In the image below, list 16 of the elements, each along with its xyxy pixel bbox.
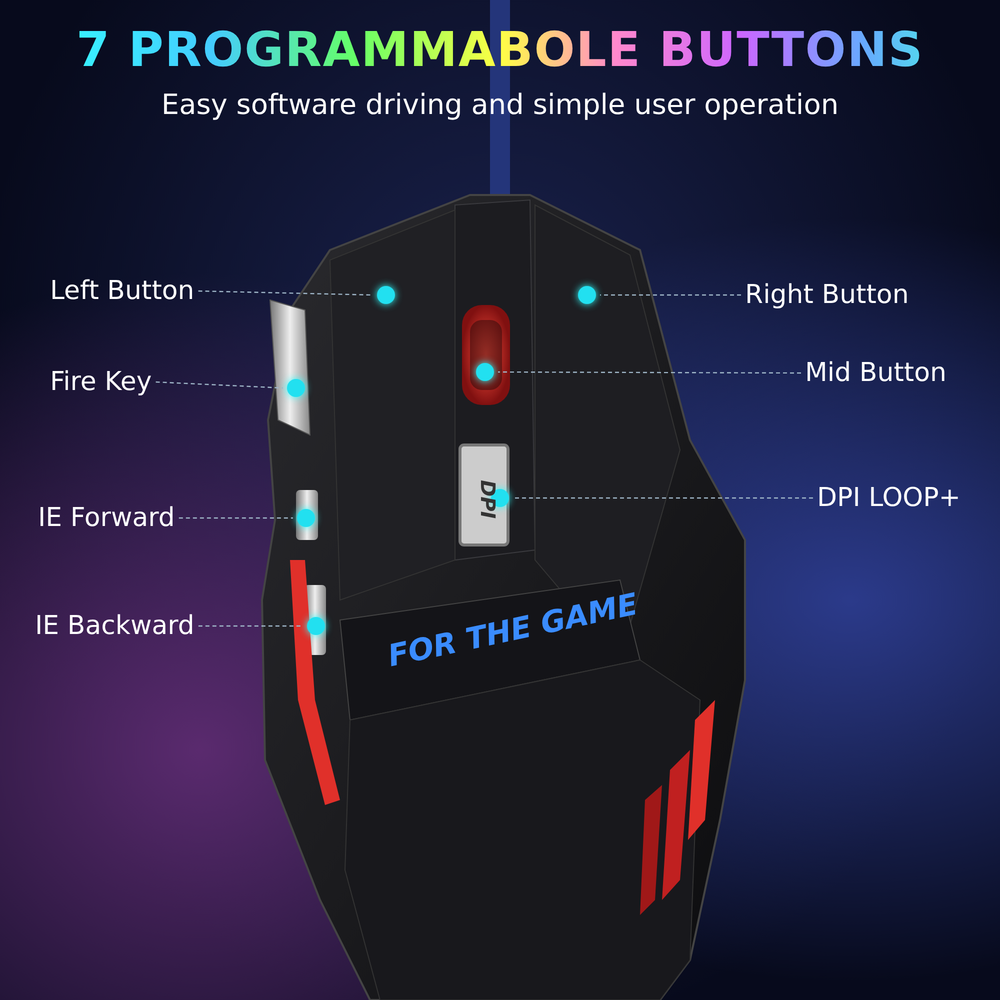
leader-line: [178, 517, 293, 519]
callout-label: Left Button: [50, 273, 194, 309]
leader-line: [156, 381, 284, 389]
callout-label: DPI LOOP+: [817, 480, 961, 516]
leader-line: [600, 294, 741, 296]
mouse-slogan: FOR THE GAME: [385, 587, 641, 674]
callout-label: IE Forward: [38, 500, 175, 536]
callout-label: Mid Button: [805, 355, 947, 391]
subtitle: Easy software driving and simple user operation: [160, 88, 840, 121]
button-marking: DPI: [476, 480, 500, 519]
leader-line: [498, 371, 801, 374]
leader-line: [513, 497, 813, 499]
callout-label: IE Backward: [35, 608, 194, 644]
callout-label: Right Button: [745, 277, 909, 313]
leader-line: [198, 625, 303, 627]
callout-label: Fire Key: [50, 364, 152, 400]
